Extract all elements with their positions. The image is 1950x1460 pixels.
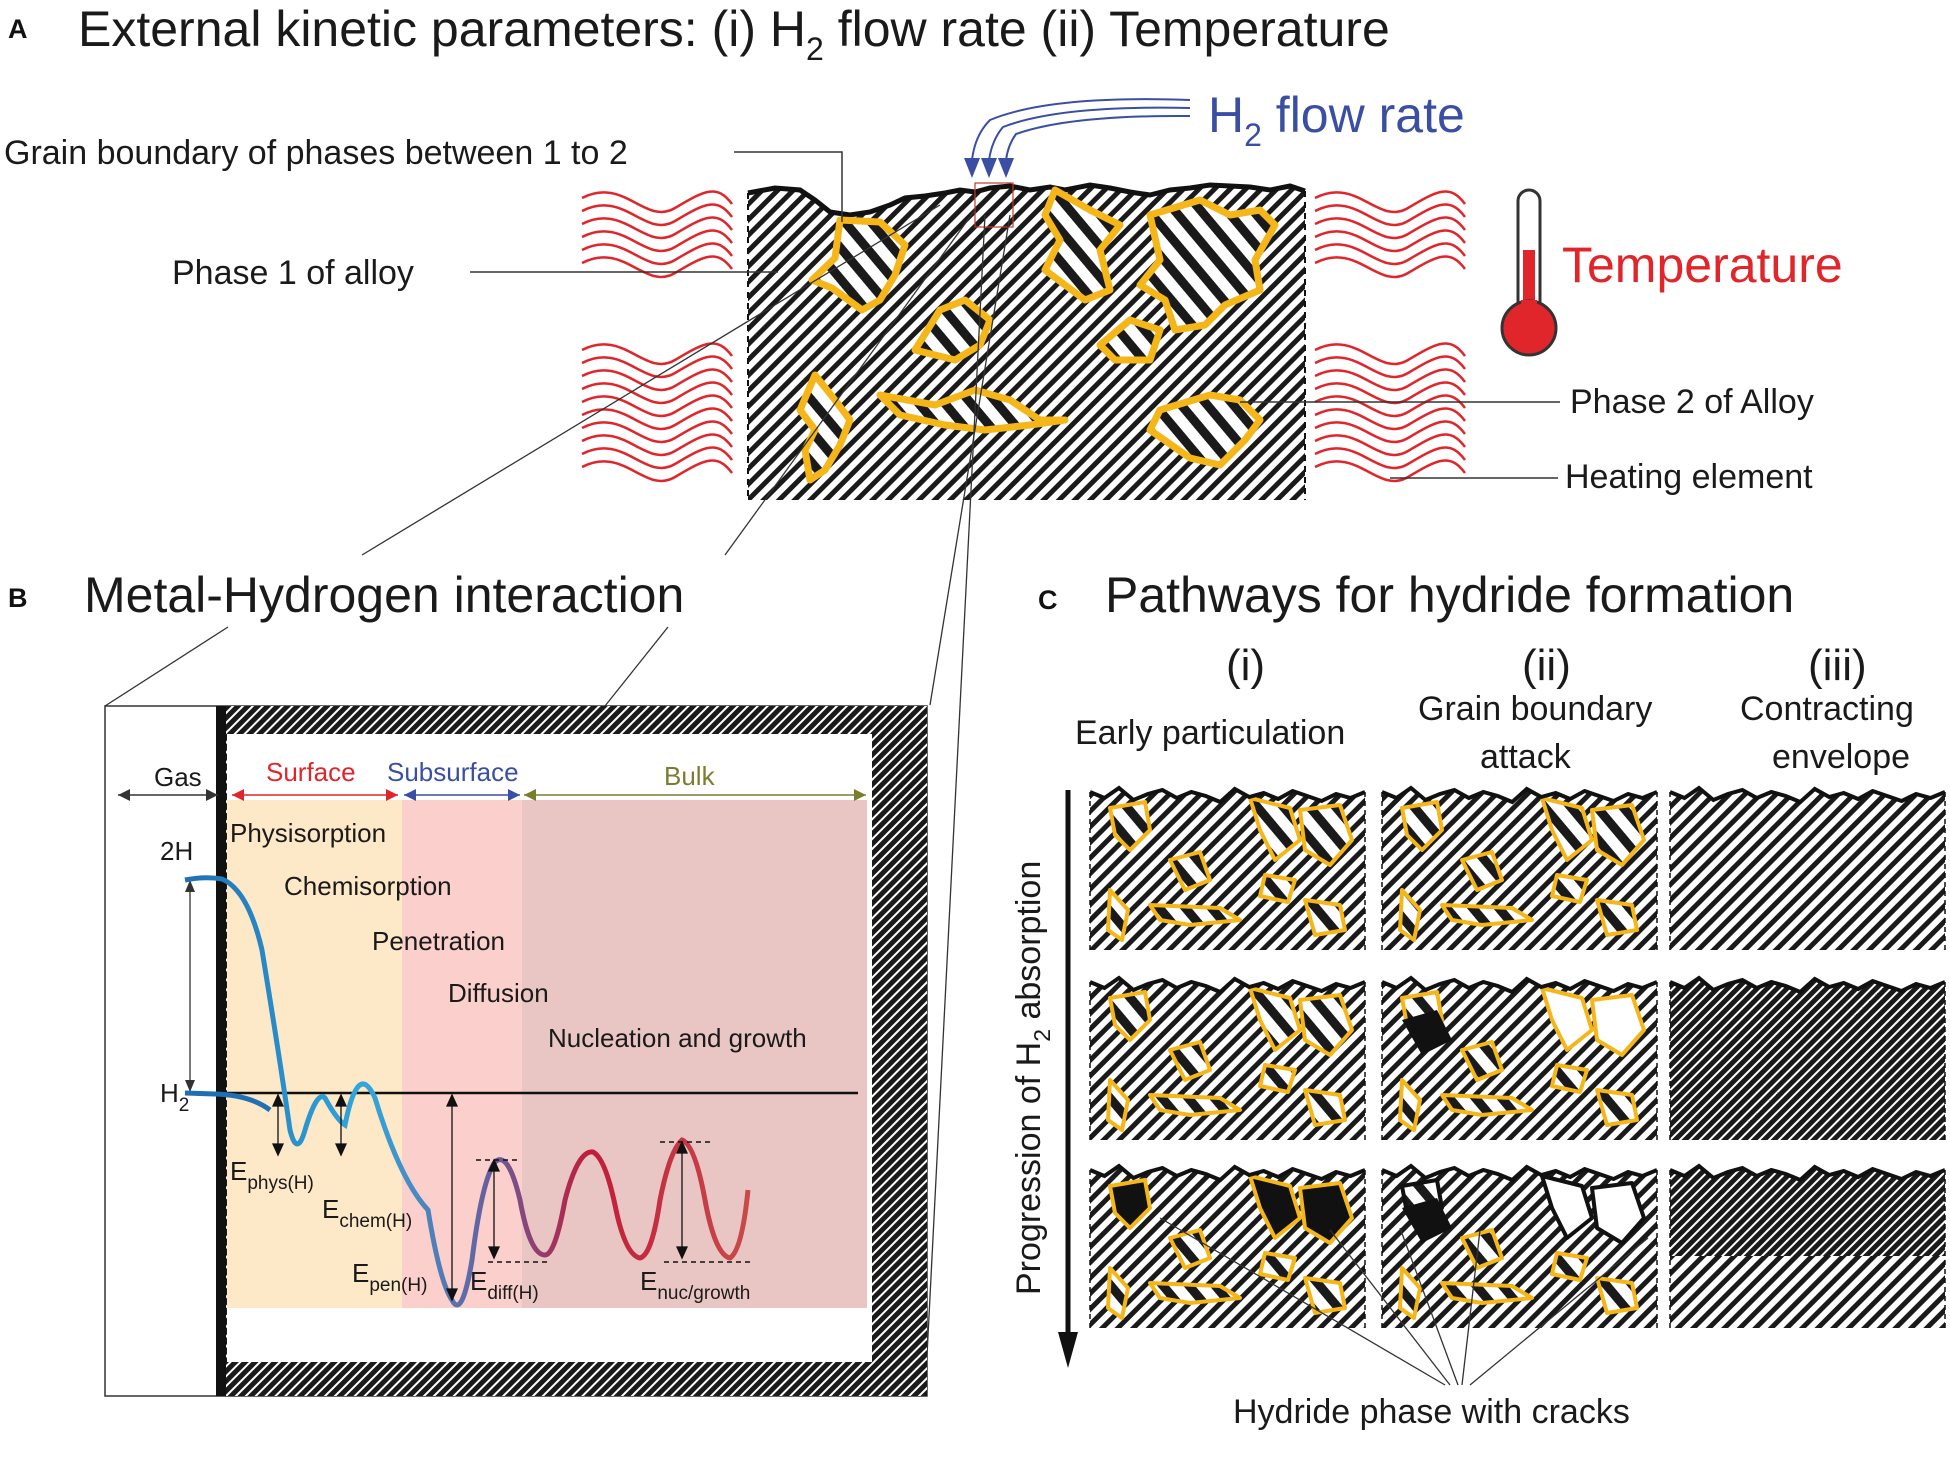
heating-element-label: Heating element [1565,458,1813,496]
energy-barrier-markers [271,1093,689,1302]
column-ii-label-line1: Grain boundary [1418,690,1652,728]
region-arrows [118,789,866,801]
energy-phys-label: Ephys(H) [230,1156,314,1194]
column-iii-label-line1: Contracting [1740,690,1914,728]
panel-c-title: Pathways for hydride formation [1105,567,1794,623]
grain-boundary-label: Grain boundary of phases between 1 to 2 [4,134,628,172]
panel-b-title: Metal-Hydrogen interaction [84,567,684,623]
zoom-lines [361,204,1011,1396]
column-ii-label-line2: attack [1480,738,1572,776]
progression-axis-label: Progression of H2 absorption [1010,861,1055,1295]
column-i-number: (i) [1226,641,1265,690]
two-h-level-label: 2H [160,836,193,866]
step-physisorption: Physisorption [230,818,386,848]
subsurface-label: Subsurface [387,757,519,787]
pathway-tile [1669,975,1946,1140]
step-penetration: Penetration [372,926,505,956]
thermometer-icon [1500,188,1558,357]
panel-c: C Pathways for hydride formation (i) Ear… [1010,567,1946,1431]
pathway-tile [1089,975,1366,1140]
phase1-label: Phase 1 of alloy [172,254,414,292]
heating-element-right [1314,190,1466,483]
pathway-tile [1089,1163,1366,1328]
step-chemisorption: Chemisorption [284,871,452,901]
panel-a: A External kinetic parameters: (i) H2 fl… [4,1,1843,1396]
pathway-tile [1381,785,1658,950]
energy-chem-label: Echem(H) [322,1194,412,1232]
pathway-tile [1669,1163,1946,1328]
column-iii-number: (iii) [1808,641,1867,690]
pathway-tile [1381,975,1658,1140]
panel-a-letter: A [8,14,28,44]
temperature-label: Temperature [1562,237,1843,293]
column-iii-label-line2: envelope [1772,738,1910,776]
panel-b-letter: B [8,583,28,613]
pathway-tile [1381,1163,1658,1328]
heating-element-left [581,190,733,483]
bulk-label: Bulk [664,761,716,791]
zoom-region-box [974,182,1014,228]
grain-boundary-leader [734,151,843,222]
energy-diff-label: Ediff(H) [470,1266,539,1304]
energy-curve [184,875,751,1308]
pathway-tile [1669,785,1946,950]
bulk-band [522,800,867,1308]
phase2-grains [796,186,1279,484]
pathway-tile [1089,785,1366,950]
step-nucleation: Nucleation and growth [548,1023,807,1053]
panel-b: B Metal-Hydrogen interaction Gas [8,567,928,1397]
gas-label: Gas [154,762,202,792]
panel-c-letter: C [1038,585,1058,615]
column-i-label: Early particulation [1075,714,1345,752]
column-ii-number: (ii) [1522,641,1571,690]
surface-band [227,800,402,1308]
hydride-leaders [1159,1217,1649,1386]
surface-label: Surface [266,757,356,787]
h2-flow-rate-label: H2 flow rate [1208,87,1465,153]
panel-a-title: External kinetic parameters: (i) H2 flow… [78,1,1390,67]
h2-flow-arrowheads [964,158,1014,178]
energy-nuc-label: Enuc/growth [640,1266,750,1304]
subsurface-band [402,800,522,1308]
hydride-phase-label: Hydride phase with cracks [1233,1393,1630,1431]
pathway-grid [1089,785,1946,1328]
phase2-label: Phase 2 of Alloy [1570,383,1814,421]
energy-pen-label: Epen(H) [352,1258,427,1296]
h2-flow-lines [971,98,1191,161]
step-diffusion: Diffusion [448,978,549,1008]
h2-level-label: H2 [160,1078,189,1116]
